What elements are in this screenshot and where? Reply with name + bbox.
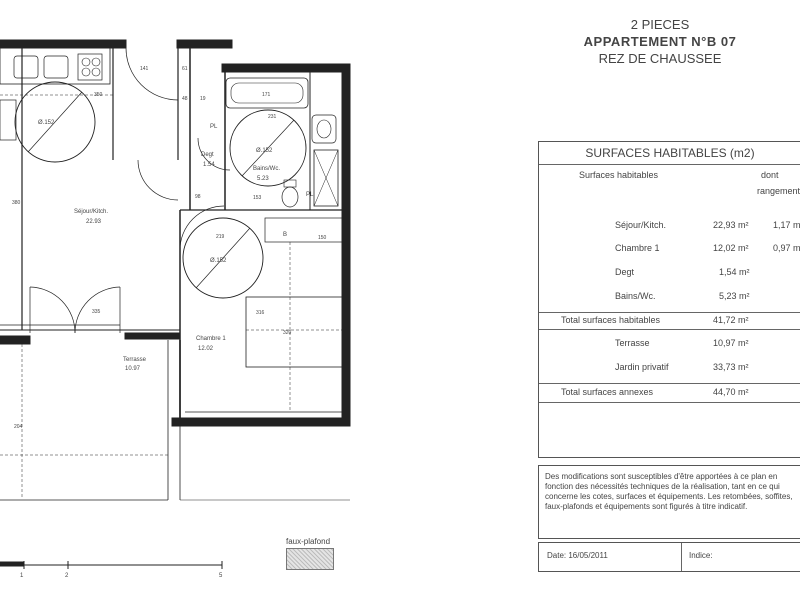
dimension-label: 316 [256,310,265,316]
dimension-label: 61 [182,66,188,72]
dimension-label: 98 [195,194,201,200]
surface-dont: 1,17 m [773,220,800,230]
dimension-label: 171 [262,92,271,98]
b-label: B [283,232,287,238]
scale-mark: 2 [65,573,69,579]
surface-value: 22,93 m² [713,220,749,230]
legend-faux-plafond-label: faux-plafond [286,537,331,546]
scale-mark: 1 [20,573,24,579]
dimension-label: 335 [92,309,101,315]
annex-value: 10,97 m² [713,338,749,348]
column-label: Surfaces habitables [579,170,659,180]
surface-value: 12,02 m² [713,243,749,253]
total-habitable-label: Total surfaces habitables [561,315,661,325]
surfaces-table: SURFACES HABITABLES (m2) Surfaces habita… [538,141,800,458]
room-area-degt: 1.54 [203,162,215,168]
header-rooms: 2 PIECES [630,17,690,32]
notes-box: Des modifications sont susceptibles d'êt… [538,465,800,539]
surface-name: Chambre 1 [615,243,660,253]
room-label-chambre: Chambre 1 [196,336,226,342]
surface-value: 5,23 m² [719,291,750,301]
turning-circle-label: Ø.152 [210,258,227,264]
header-apartment: APPARTEMENT N°B 07 [583,34,737,49]
room-label-degt: Degt [201,152,214,158]
room-label-terrasse: Terrasse [123,357,147,363]
divider [539,329,800,330]
surface-name: Bains/Wc. [615,291,656,301]
dimension-label: 231 [268,114,277,120]
divider [539,402,800,403]
total-habitable-value: 41,72 m² [713,315,749,325]
dimension-label: 380 [12,200,21,206]
surface-name: Séjour/Kitch. [615,220,667,230]
turning-circle-label: Ø.152 [256,148,273,154]
turning-circle-label: Ø.152 [38,120,55,126]
column-dont: dont [761,170,779,180]
annex-name: Terrasse [615,338,650,348]
total-annex-value: 44,70 m² [713,387,749,397]
dimension-label: 350 [94,92,103,98]
dimension-label: 153 [253,195,262,201]
legend-faux-plafond-swatch [286,548,334,570]
dimension-label: 19 [200,96,206,102]
room-label-bains: Bains/Wc. [253,166,280,172]
surfaces-title: SURFACES HABITABLES (m2) [585,146,755,160]
divider [539,383,800,384]
room-area-bains: 5.23 [257,176,269,182]
surface-value: 1,54 m² [719,267,750,277]
header-floor: REZ DE CHAUSSEE [598,51,722,66]
surface-dont: 0,97 m [773,243,800,253]
date-box: Date: 16/05/2011 Indice: [538,542,800,572]
pl-label: PL [210,124,218,130]
divider [681,543,682,571]
dimension-label: 141 [140,66,149,72]
date-text: Date: 16/05/2011 [547,551,608,560]
pl-label: PL [306,192,314,198]
room-area-sejour: 22.93 [86,219,102,225]
dimension-label: 204 [14,424,23,430]
dimension-label: 219 [216,234,225,240]
dimension-label: 150 [318,235,327,241]
column-rangement: rangement [757,186,800,196]
plan-header: 2 PIECES APPARTEMENT N°B 07 REZ DE CHAUS… [520,16,800,67]
annex-value: 33,73 m² [713,362,749,372]
room-label-sejour: Séjour/Kitch. [74,209,108,215]
dimension-label: 320 [283,330,292,336]
room-area-chambre: 12.02 [198,346,214,352]
dimension-label: 48 [182,96,188,102]
room-area-terrasse: 10.97 [125,366,141,372]
divider [539,312,800,313]
divider [539,164,800,165]
surface-name: Degt [615,267,635,277]
total-annex-label: Total surfaces annexes [561,387,654,397]
annex-name: Jardin privatif [615,362,669,372]
scale-mark: 5 [219,573,223,579]
notes-text: Des modifications sont susceptibles d'êt… [545,472,793,511]
indice-text: Indice: [689,551,713,560]
